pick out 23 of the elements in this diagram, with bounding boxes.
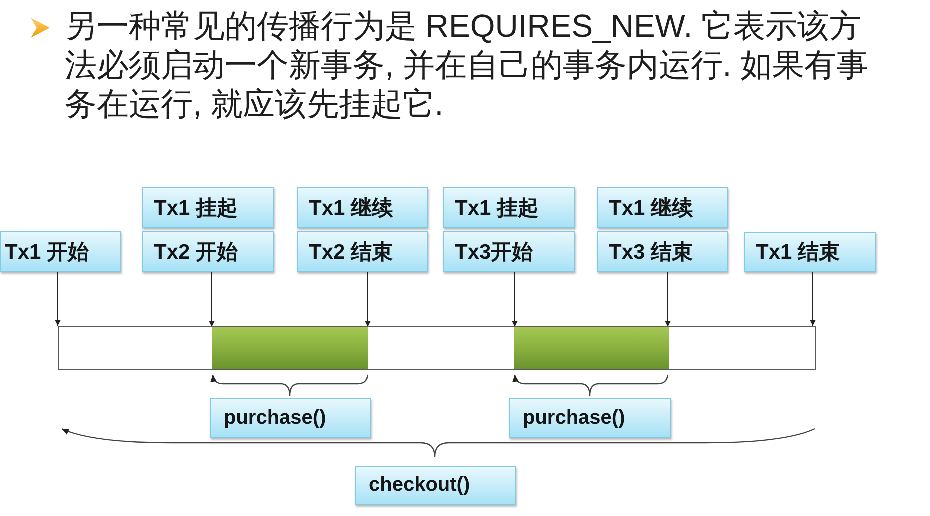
event-label: Tx2 开始 <box>142 231 274 272</box>
bullet-text: 另一种常见的传播行为是 REQUIRES_NEW. 它表示该方法必须启动一个新事务, 并在自己的事务内运行. 如果有事务在运行, 就应该先挂起它. <box>65 7 870 124</box>
time-bar <box>58 326 816 370</box>
event-label: Tx3 结束 <box>597 231 728 272</box>
arrow <box>810 272 816 326</box>
arrow <box>365 272 371 328</box>
event-label: Tx1 继续 <box>597 187 728 228</box>
event-label: Tx1 开始 <box>0 231 121 272</box>
method-label: purchase() <box>509 398 671 438</box>
event-label: Tx1 结束 <box>744 232 876 272</box>
arrow <box>55 272 61 326</box>
method-label: checkout() <box>355 466 516 505</box>
arrow <box>209 272 215 328</box>
arrow <box>512 272 518 328</box>
active-segment <box>212 327 368 369</box>
event-label: Tx2 结束 <box>297 231 428 272</box>
event-label: Tx1 挂起 <box>443 187 575 228</box>
method-label: purchase() <box>210 398 371 438</box>
active-segment <box>514 327 669 369</box>
event-label: Tx3开始 <box>443 231 575 272</box>
arrow <box>665 272 671 328</box>
event-label: Tx1 挂起 <box>142 187 274 228</box>
event-label: Tx1 继续 <box>297 187 428 228</box>
